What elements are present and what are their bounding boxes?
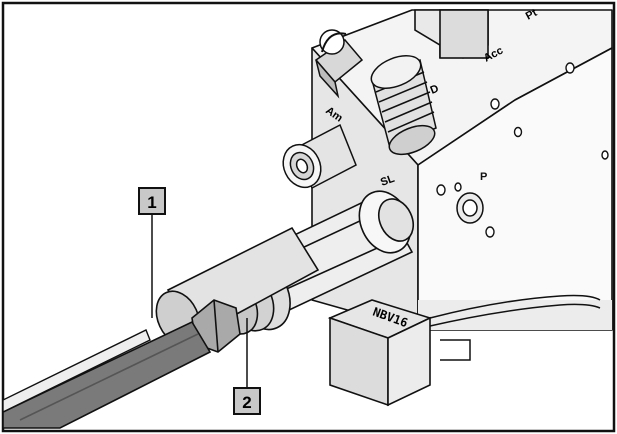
callout-1-number: 1 — [147, 193, 156, 212]
callout-1: 1 — [138, 187, 166, 318]
side-fitting — [282, 123, 357, 190]
callout-2-box — [233, 387, 261, 415]
svg-text:P: P — [480, 171, 487, 183]
callout-1-box — [138, 187, 166, 215]
label-d: D — [429, 83, 441, 97]
port-p: P — [456, 171, 487, 224]
label-sl: SL — [379, 173, 397, 189]
callout-2-number: 2 — [242, 393, 251, 412]
pipe — [2, 329, 151, 414]
cable — [429, 294, 601, 361]
hose — [2, 320, 212, 429]
top-mount-box — [414, 9, 489, 59]
callout-2: 2 — [233, 318, 261, 415]
valve-am — [314, 29, 364, 99]
mounting-holes — [436, 62, 609, 238]
valve-d — [370, 55, 437, 156]
label-top-stamp: Pt — [524, 7, 540, 23]
solenoid-box — [327, 299, 433, 407]
